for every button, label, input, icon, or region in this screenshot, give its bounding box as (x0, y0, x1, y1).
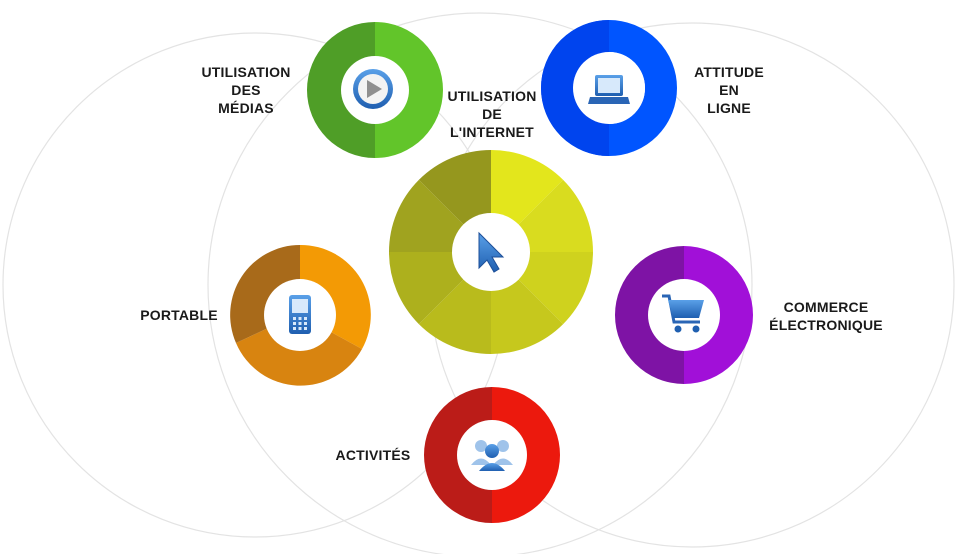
node-online-attitude (541, 20, 677, 156)
center-ring-segment (418, 150, 491, 226)
portable-ring-bottom (236, 328, 362, 386)
center-ring-segment (491, 278, 564, 354)
portable-ring-left (230, 245, 300, 343)
cursor-arrow-icon (478, 231, 505, 273)
play-icon (353, 69, 393, 109)
users-icon (471, 440, 513, 471)
background-circle-center (207, 12, 753, 554)
node-activities (424, 387, 560, 523)
center-ring-segment (418, 278, 491, 354)
laptop-icon (588, 75, 630, 104)
node-portable (230, 244, 371, 386)
center-internet-usage-ring (389, 150, 593, 354)
shopping-cart-icon (662, 294, 704, 333)
portable-label: PORTABLE (140, 307, 218, 323)
mobile-phone-icon (289, 295, 311, 334)
node-ecommerce (615, 246, 753, 384)
activities-label: ACTIVITÉS (335, 447, 411, 463)
center-ring-segment (389, 252, 465, 325)
portable-ring-top-right (300, 244, 371, 349)
node-media-usage (307, 22, 443, 158)
center-ring-segment (517, 252, 593, 325)
center-ring-segment (389, 179, 465, 252)
center-ring-segment (491, 150, 564, 226)
center-ring-segment (517, 179, 593, 252)
